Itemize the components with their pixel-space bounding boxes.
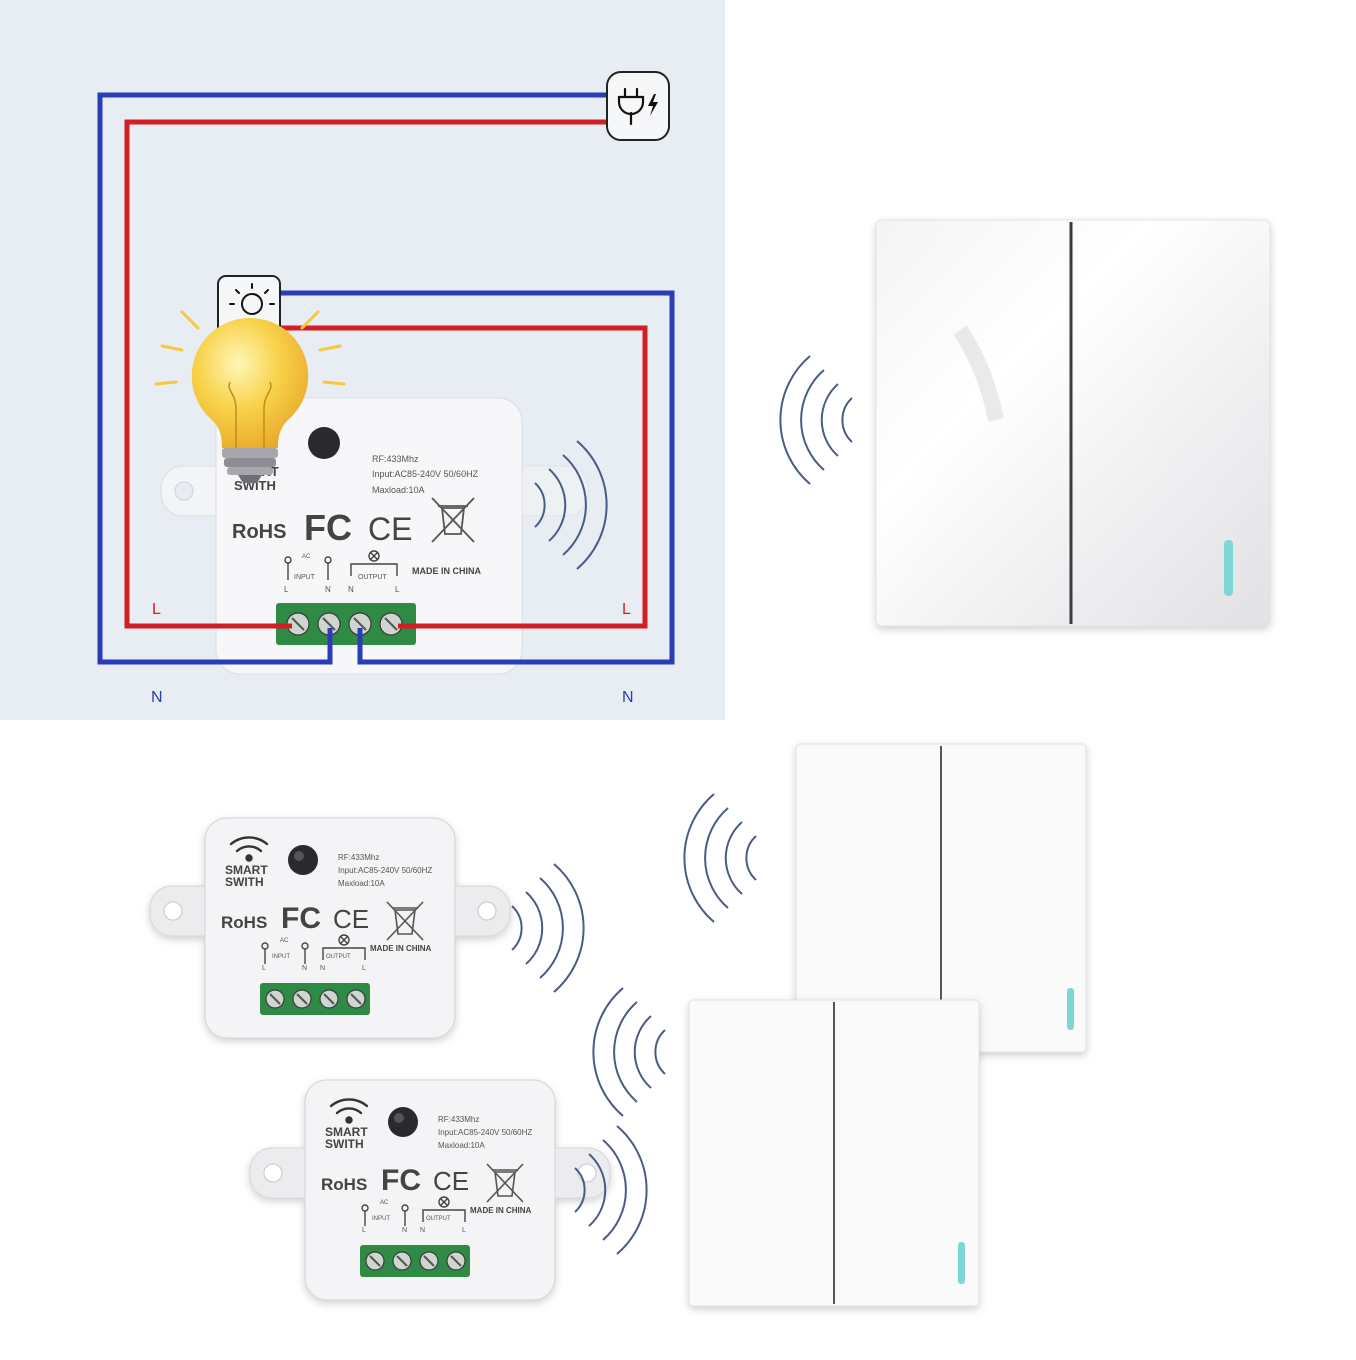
receiver-brand-line2: SWITH — [225, 875, 264, 889]
wireless-wave-icon — [779, 355, 853, 485]
receiver-maxload-text: Maxload:10A — [338, 879, 385, 888]
receiver-input-label: INPUT — [372, 1216, 390, 1222]
receiver-brand-line1: SMART — [225, 863, 268, 877]
receiver-pin-l-1: L — [262, 965, 266, 972]
receiver-ac-label: AC — [280, 938, 289, 944]
receiver-brand-line2: SWITH — [325, 1137, 364, 1151]
indicator-led — [958, 1242, 965, 1284]
receiver-pin-l-2: L — [462, 1227, 466, 1234]
receiver-maxload-text: Maxload:10A — [438, 1141, 485, 1150]
ce-mark: CE — [333, 904, 369, 934]
rohs-mark: RoHS — [221, 913, 267, 932]
rohs-mark: RoHS — [321, 1175, 367, 1194]
wireless-wave-icon — [592, 987, 666, 1117]
receiver-input-label: INPUT — [294, 574, 316, 581]
receiver-brand-line1: SMART — [325, 1125, 368, 1139]
line-wire-lamp — [280, 325, 648, 629]
receiver-output-label: OUTPUT — [358, 574, 388, 581]
wifi-icon — [229, 836, 269, 862]
right-line-label: L — [622, 601, 631, 618]
left-line-label: L — [152, 601, 161, 618]
plug-bolt-icon — [606, 71, 670, 141]
receiver-input-text: Input:AC85-240V 50/60HZ — [372, 469, 479, 479]
receiver-rf-text: RF:433Mhz — [438, 1115, 479, 1124]
receiver-input-text: Input:AC85-240V 50/60HZ — [338, 866, 432, 875]
neutral-wire-lamp — [280, 290, 675, 665]
receiver-pin-n-1: N — [325, 585, 331, 594]
receiver-made-in: MADE IN CHINA — [370, 944, 432, 953]
wireless-wave-icon — [511, 863, 585, 993]
fc-mark: FC — [381, 1164, 421, 1197]
wifi-icon — [329, 1098, 369, 1124]
receiver-pin-n-1: N — [302, 965, 307, 972]
receiver-maxload-text: Maxload:10A — [372, 485, 425, 495]
receiver-input-text: Input:AC85-240V 50/60HZ — [438, 1128, 532, 1137]
receiver-output-label: OUTPUT — [426, 1216, 451, 1222]
receiver-output-label: OUTPUT — [326, 954, 351, 960]
wires — [97, 92, 675, 665]
receiver-pin-n-2: N — [348, 585, 354, 594]
wireless-wave-icon — [683, 793, 757, 923]
fc-mark: FC — [281, 902, 321, 935]
receiver-pin-l-1: L — [362, 1227, 366, 1234]
line-wire-outer — [124, 119, 610, 629]
light-bulb-icon — [154, 310, 346, 483]
receiver-rf-text: RF:433Mhz — [372, 454, 419, 464]
receiver-pin-l-2: L — [395, 585, 400, 594]
receiver-pin-n-2: N — [320, 965, 325, 972]
indicator-led — [1067, 988, 1074, 1030]
receiver-ac-label: AC — [380, 1200, 389, 1206]
left-neutral-label: N — [151, 689, 163, 706]
wall-switch-front — [688, 999, 980, 1307]
receiver-input-label: INPUT — [272, 954, 290, 960]
receiver-pin-n-2: N — [420, 1227, 425, 1234]
receiver-made-in: MADE IN CHINA — [412, 566, 481, 576]
right-neutral-label: N — [622, 689, 634, 706]
receiver-module-1 — [149, 817, 511, 1039]
receiver-pin-l-1: L — [284, 585, 289, 594]
wall-switch-large — [875, 219, 1271, 627]
fc-mark: FC — [304, 507, 352, 548]
receiver-rf-text: RF:433Mhz — [338, 853, 379, 862]
neutral-wire-outer — [97, 92, 610, 665]
ce-mark: CE — [368, 511, 412, 547]
receiver-pin-l-2: L — [362, 965, 366, 972]
receiver-module-wired: ART SWITH RF:433Mhz Input:AC85-240V 50/6… — [160, 397, 589, 675]
ce-mark: CE — [433, 1166, 469, 1196]
indicator-led — [1224, 540, 1233, 596]
receiver-pin-n-1: N — [402, 1227, 407, 1234]
rohs-mark: RoHS — [232, 521, 286, 543]
receiver-module-2 — [249, 1079, 611, 1301]
wall-switch-back — [795, 743, 1087, 1053]
receiver-ac-label: AC — [302, 554, 311, 560]
receiver-made-in: MADE IN CHINA — [470, 1206, 532, 1215]
